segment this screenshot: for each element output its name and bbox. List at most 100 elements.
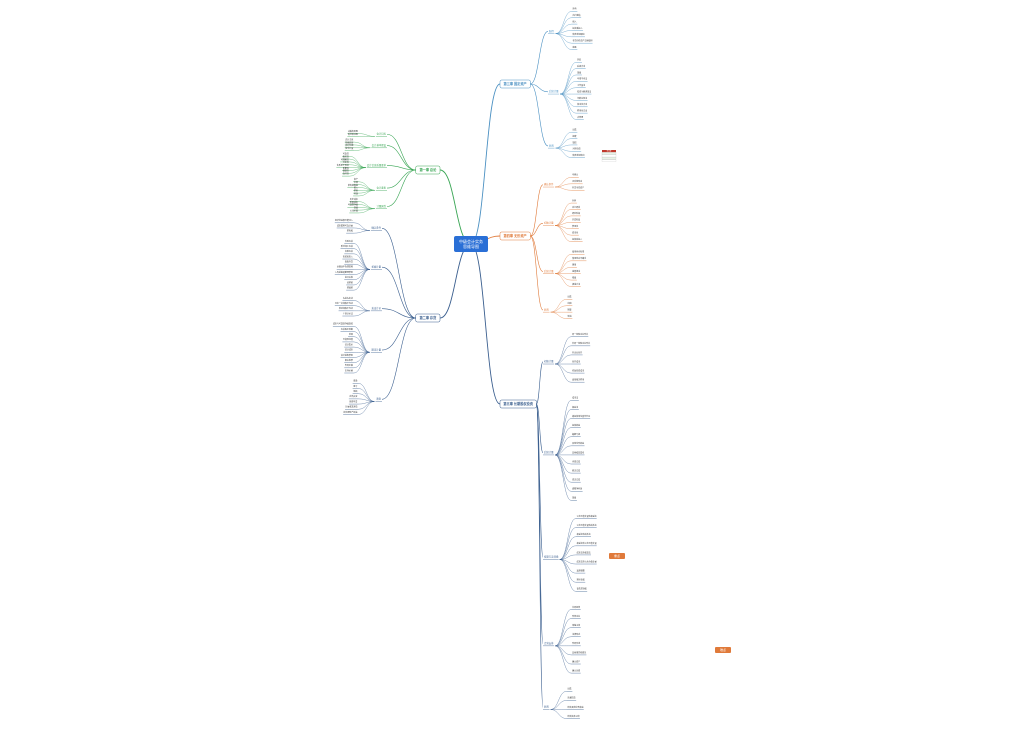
leaf-label-b3-3-1[interactable]: 合营企业	[572, 614, 580, 618]
leaf-label-b4-3-2[interactable]: 所有者权益	[348, 183, 358, 187]
node-label-b3-3[interactable]: 合营安排	[544, 641, 554, 645]
leaf-label-b5-4-2[interactable]: 毁损	[353, 389, 357, 393]
leaf-label-b2-2-3[interactable]: 减值测试	[572, 269, 580, 273]
leaf-label-b3-1-10[interactable]: 调整净利润	[572, 487, 582, 491]
leaf-label-b3-4-0[interactable]: 出售	[568, 687, 572, 691]
leaf-label-b5-3-1[interactable]: 存货跌价准备	[341, 327, 353, 331]
leaf-label-b5-1-3[interactable]: 投资者投入	[343, 254, 353, 258]
node-label-b5-2[interactable]: 发出计价	[371, 306, 381, 310]
leaf-label-b3-3-6[interactable]: 确认资产	[572, 659, 580, 663]
leaf-label-b4-0-1[interactable]: 受托责任观	[348, 132, 358, 136]
leaf-label-b4-3-1[interactable]: 负债	[354, 180, 358, 184]
leaf-label-b4-3-0[interactable]: 资产	[354, 177, 358, 181]
leaf-label-b2-0-1[interactable]: 无实物形态	[572, 179, 582, 183]
leaf-label-b5-4-6[interactable]: 待处理财产损溢	[343, 410, 357, 414]
leaf-label-b1-0-4[interactable]: 债务重组取得	[573, 32, 585, 36]
leaf-label-b3-0-1[interactable]: 非同一控制企业合并	[572, 341, 590, 345]
node-label-b4-0[interactable]: 会计目标	[376, 132, 386, 136]
leaf-label-b5-0-2[interactable]: 所有权	[347, 228, 353, 232]
root-node[interactable]: 中级会计实务 思维导图	[454, 236, 488, 252]
leaf-label-b3-1-8[interactable]: 顺流交易	[572, 468, 580, 472]
leaf-label-b3-2-7[interactable]: 剩余股权	[577, 578, 585, 582]
leaf-label-b2-2-0[interactable]: 使用寿命有限	[572, 250, 584, 254]
leaf-label-b1-0-1[interactable]: 自行建造	[573, 13, 581, 17]
leaf-label-b5-4-0[interactable]: 盘盈	[353, 379, 357, 383]
leaf-label-b5-3-2[interactable]: 转回	[349, 332, 353, 336]
leaf-label-b3-0-2[interactable]: 非企业合并	[572, 350, 582, 354]
node-label-b3-2[interactable]: 核算方法转换	[544, 555, 559, 559]
node-label-b1-2[interactable]: 处置	[549, 143, 554, 147]
leaf-label-b3-1-1[interactable]: 权益法	[572, 405, 578, 409]
leaf-label-b4-0-0[interactable]: 决策有用观	[348, 129, 358, 133]
leaf-label-b4-1-2[interactable]: 会计分期	[345, 143, 353, 147]
leaf-label-b5-1-5[interactable]: 运输途中合理损耗	[337, 265, 353, 269]
leaf-label-b4-1-0[interactable]: 会计主体	[345, 137, 353, 141]
leaf-label-b5-3-9[interactable]: 市场价格	[345, 368, 353, 372]
leaf-label-b4-2-1[interactable]: 相关性	[343, 154, 349, 158]
leaf-label-b3-4-3[interactable]: 结转资本公积	[568, 714, 580, 718]
leaf-label-b5-4-4[interactable]: 管理不善	[349, 399, 357, 403]
leaf-label-b2-3-3[interactable]: 转销	[568, 314, 572, 318]
leaf-label-b1-1-1[interactable]: 后续支出	[577, 64, 585, 68]
node-label-b3-4[interactable]: 处置	[544, 705, 549, 709]
leaf-label-b1-0-6[interactable]: 盘盈	[573, 45, 577, 49]
leaf-label-b4-2-3[interactable]: 可比性	[343, 160, 349, 164]
leaf-label-b3-3-7[interactable]: 确认负债	[572, 668, 580, 672]
leaf-label-b4-2-2[interactable]: 可理解性	[341, 157, 349, 161]
leaf-label-b5-1-1[interactable]: 委托加工存货	[341, 244, 353, 248]
leaf-label-b5-1-0[interactable]: 外购存货	[345, 239, 353, 243]
branch-label-b2[interactable]: 第四章 无形资产	[504, 233, 528, 238]
node-label-b1-0[interactable]: 取得	[549, 29, 554, 33]
leaf-label-b5-2-2[interactable]: 移动加权平均法	[339, 306, 353, 310]
leaf-label-b4-4-0[interactable]: 历史成本	[350, 197, 358, 201]
leaf-label-b5-0-0[interactable]: 经济利益很可能流入	[335, 218, 353, 222]
leaf-label-b5-1-8[interactable]: 消费税	[347, 280, 353, 284]
leaf-label-b1-0-5[interactable]: 非货币性资产交换取得	[573, 39, 593, 43]
node-label-b3-1[interactable]: 后续计量	[544, 450, 554, 454]
leaf-label-b4-1-1[interactable]: 持续经营	[345, 140, 353, 144]
leaf-label-b5-3-8[interactable]: 合同价格	[345, 363, 353, 367]
leaf-label-b4-1-3[interactable]: 货币计量	[345, 146, 353, 150]
leaf-label-b3-2-1[interactable]: 公允价值计量转成本法	[577, 523, 597, 527]
leaf-label-b3-4-1[interactable]: 处置损益	[568, 696, 576, 700]
leaf-label-b3-2-8[interactable]: 丧失控制权	[577, 587, 587, 591]
leaf-label-b4-2-0[interactable]: 可靠性	[343, 152, 349, 156]
leaf-label-b2-1-0[interactable]: 外购	[572, 198, 576, 202]
leaf-label-b3-1-11[interactable]: 减值	[572, 496, 576, 500]
leaf-label-b5-3-5[interactable]: 估计成本	[345, 348, 353, 352]
leaf-label-b3-1-3[interactable]: 投资收益	[572, 423, 580, 427]
leaf-label-b2-2-2[interactable]: 摊销	[572, 263, 576, 267]
leaf-label-b1-1-4[interactable]: 工作量法	[577, 83, 585, 87]
leaf-label-b5-2-3[interactable]: 个别计价法	[343, 311, 353, 315]
node-label-b3-0[interactable]: 初始计量	[544, 359, 554, 363]
node-label-b2-0[interactable]: 确认条件	[544, 182, 554, 186]
leaf-label-b3-0-0[interactable]: 同一控制企业合并	[572, 332, 588, 336]
leaf-label-b2-1-3[interactable]: 开发阶段	[572, 218, 580, 222]
leaf-label-b4-3-3[interactable]: 收入	[354, 186, 358, 190]
leaf-label-b5-3-0[interactable]: 成本与可变现净值孰低	[333, 322, 353, 326]
node-label-b2-3[interactable]: 处置	[544, 307, 549, 311]
branch-label-b4[interactable]: 第一章 总论	[419, 167, 437, 172]
leaf-label-b3-2-4[interactable]: 成本法转权益法	[577, 550, 591, 554]
branch-label-b5[interactable]: 第二章 存货	[419, 315, 437, 320]
leaf-label-b3-1-5[interactable]: 其他综合收益	[572, 441, 584, 445]
highlight-tag-box[interactable]	[715, 647, 731, 653]
leaf-label-b3-3-2[interactable]: 单独主体	[572, 623, 580, 627]
node-label-b5-1[interactable]: 初始计量	[371, 265, 381, 269]
leaf-label-b3-3-5[interactable]: 其他事实和情况	[572, 650, 586, 654]
leaf-label-b1-1-8[interactable]: 费用化支出	[577, 108, 587, 112]
leaf-label-b4-4-1[interactable]: 重置成本	[350, 200, 358, 204]
node-label-b5-3[interactable]: 期末计量	[371, 347, 381, 351]
leaf-label-b5-1-4[interactable]: 盘盈存货	[345, 260, 353, 264]
leaf-label-b4-2-5[interactable]: 重要性	[343, 166, 349, 170]
highlight-tag-box[interactable]	[609, 553, 625, 559]
leaf-label-b3-1-4[interactable]: 超额亏损	[572, 432, 580, 436]
leaf-label-b3-3-0[interactable]: 共同经营	[572, 605, 580, 609]
leaf-label-b3-2-5[interactable]: 成本法转公允价值计量	[577, 559, 597, 563]
leaf-label-b2-2-4[interactable]: 残值	[572, 275, 576, 279]
node-label-b5-0[interactable]: 确认条件	[371, 226, 381, 230]
node-label-b2-2[interactable]: 后续计量	[544, 269, 554, 273]
leaf-label-b2-1-4[interactable]: 费用化	[572, 224, 578, 228]
leaf-label-b5-2-0[interactable]: 先进先出法	[343, 296, 353, 300]
leaf-label-b1-2-1[interactable]: 报废	[573, 134, 577, 138]
